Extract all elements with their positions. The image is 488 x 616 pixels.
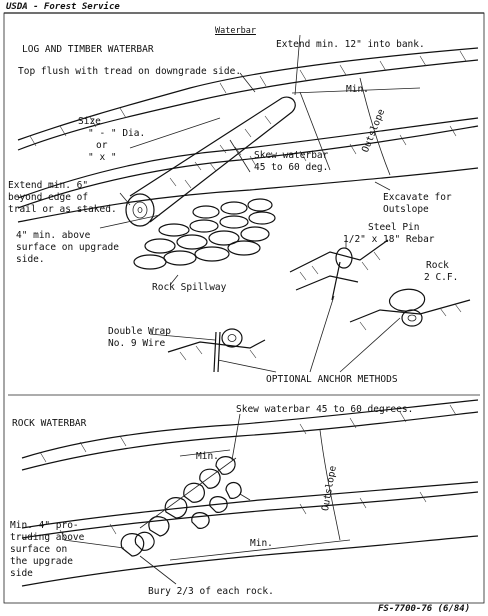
wire-line-1: Double Wrap bbox=[108, 326, 171, 337]
form-number: FS-7700-76 (6/84) bbox=[378, 604, 471, 614]
excavate-line-1: Excavate for bbox=[383, 192, 452, 203]
log-min-label: Min. bbox=[346, 84, 369, 95]
sheet-title: Waterbar bbox=[215, 26, 256, 36]
rock-spillway-illustration bbox=[133, 198, 276, 286]
log-waterbar-heading: LOG AND TIMBER WATERBAR bbox=[22, 44, 154, 55]
anchor-rock-illustration bbox=[349, 288, 471, 331]
protrude-line-2: truding above bbox=[10, 532, 85, 543]
above-line-2: surface on upgrade bbox=[16, 242, 119, 253]
protrude-line-5: side bbox=[10, 568, 33, 579]
rock-min-upper: Min. bbox=[196, 451, 219, 462]
agency-header: USDA - Forest Service bbox=[6, 2, 120, 12]
rock-spillway-label: Rock Spillway bbox=[152, 282, 227, 293]
note-extend-bank: Extend min. 12" into bank. bbox=[276, 39, 425, 50]
rock-min-lower: Min. bbox=[250, 538, 273, 549]
size-line-2: " - " Dia. bbox=[88, 128, 146, 139]
rock-leader-lines bbox=[63, 413, 251, 585]
protrude-line-1: Min. 4" pro- bbox=[10, 520, 79, 531]
note-top-flush: Top flush with tread on downgrade side. bbox=[18, 66, 242, 77]
above-line-1: 4" min. above bbox=[16, 230, 91, 241]
rock-skew-note: Skew waterbar 45 to 60 degrees. bbox=[236, 404, 414, 415]
wire-line-2: No. 9 Wire bbox=[108, 338, 166, 349]
rock-trail-cross-section bbox=[21, 399, 479, 587]
rock-waterbar-heading: ROCK WATERBAR bbox=[12, 418, 87, 429]
steel-pin-line-1: Steel Pin bbox=[368, 222, 420, 233]
anchor-steel-pin-illustration bbox=[289, 239, 389, 301]
extend-line-1: Extend min. 6" bbox=[8, 180, 89, 191]
skew-line-2: 45 to 60 deg. bbox=[254, 162, 329, 173]
size-line-4: " x " bbox=[88, 152, 117, 163]
optional-anchor-methods-label: OPTIONAL ANCHOR METHODS bbox=[266, 374, 398, 385]
protrude-line-4: the upgrade bbox=[10, 556, 73, 567]
sheet-frame bbox=[3, 12, 485, 604]
skew-line-1: Skew waterbar bbox=[254, 150, 329, 161]
log-trail-cross-section bbox=[17, 47, 479, 223]
bury-note: Bury 2/3 of each rock. bbox=[148, 586, 274, 597]
extend-line-2: beyond edge of bbox=[8, 192, 89, 203]
log-waterbar-illustration bbox=[125, 96, 296, 227]
excavate-line-2: Outslope bbox=[383, 204, 429, 215]
anchor-wire-illustration bbox=[167, 328, 266, 373]
protrude-line-3: surface on bbox=[10, 544, 68, 555]
rock-anchor-line-2: 2 C.F. bbox=[424, 272, 459, 283]
steel-pin-line-2: 1/2" x 18" Rebar bbox=[343, 234, 435, 245]
anchor-leader-lines bbox=[149, 240, 401, 373]
log-leader-lines bbox=[99, 34, 391, 229]
rock-waterbar-illustration bbox=[120, 456, 242, 557]
above-line-3: side. bbox=[16, 254, 45, 265]
extend-line-3: trail or as staked. bbox=[8, 204, 117, 215]
size-line-3: or bbox=[96, 140, 108, 151]
size-line-1: Size bbox=[78, 116, 101, 127]
rock-anchor-line-1: Rock bbox=[426, 260, 449, 271]
